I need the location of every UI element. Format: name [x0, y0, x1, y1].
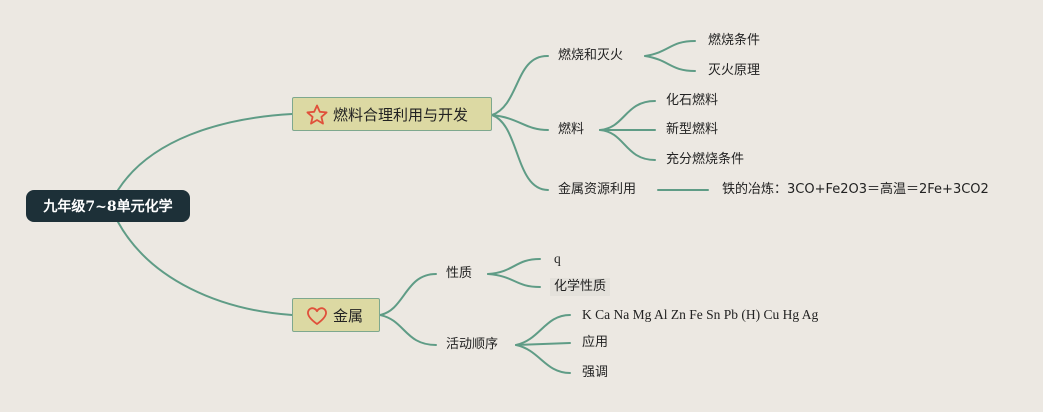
- star-icon: [306, 104, 328, 125]
- leaf-combustion-condition[interactable]: 燃烧条件: [708, 33, 761, 48]
- connector-fuel-fuel: [491, 114, 549, 131]
- connector-root-metal: [117, 221, 293, 316]
- leaf-q[interactable]: q: [554, 251, 561, 266]
- connector-combustion-principle: [644, 55, 696, 72]
- heart-icon: [307, 307, 327, 325]
- connector-activity-series: [515, 314, 571, 346]
- subtopic-metal-resource[interactable]: 金属资源利用: [558, 182, 637, 197]
- leaf-new-fuel[interactable]: 新型燃料: [666, 122, 719, 137]
- subtopic-property[interactable]: 性质: [446, 266, 473, 281]
- leaf-iron-smelting[interactable]: 铁的冶炼：3CO+Fe2O3＝高温＝2Fe+3CO2: [722, 182, 989, 197]
- connector-fuel-metalres: [491, 114, 549, 191]
- connector-activity-apply: [515, 342, 571, 346]
- main-topic-fuel[interactable]: 燃料合理利用与开发: [292, 97, 492, 131]
- connector-activity-stress: [515, 344, 571, 374]
- main-topic-label: 金属: [333, 306, 364, 325]
- subtopic-fuel[interactable]: 燃料: [558, 122, 585, 137]
- subtopic-combustion[interactable]: 燃烧和灭火: [558, 48, 624, 63]
- leaf-extinguish-principle[interactable]: 灭火原理: [708, 63, 761, 78]
- leaf-fossil-fuel[interactable]: 化石燃料: [666, 93, 719, 108]
- leaf-full-combustion[interactable]: 充分燃烧条件: [666, 152, 745, 167]
- connector-metal-property: [379, 273, 437, 316]
- connector-fuel-full: [599, 129, 656, 161]
- leaf-chemical-property[interactable]: 化学性质: [550, 278, 611, 296]
- leaf-application[interactable]: 应用: [582, 335, 609, 350]
- connector-fuel-fossil: [599, 100, 656, 131]
- connector-fuel-combustion: [491, 54, 549, 116]
- subtopic-activity-series[interactable]: 活动顺序: [446, 337, 499, 352]
- connector-property-q: [487, 258, 541, 275]
- main-topic-metal[interactable]: 金属: [292, 298, 380, 332]
- connector-property-chem: [487, 273, 541, 288]
- leaf-reactivity-series[interactable]: K Ca Na Mg Al Zn Fe Sn Pb (H) Cu Hg Ag: [582, 307, 819, 322]
- connector-metal-activity: [379, 314, 437, 346]
- connector-root-fuel: [117, 113, 293, 191]
- main-topic-label: 燃料合理利用与开发: [333, 105, 469, 124]
- leaf-emphasis[interactable]: 强调: [582, 365, 609, 380]
- connector-combustion-cond: [644, 40, 696, 57]
- root-topic[interactable]: 九年级7~8单元化学: [26, 190, 190, 222]
